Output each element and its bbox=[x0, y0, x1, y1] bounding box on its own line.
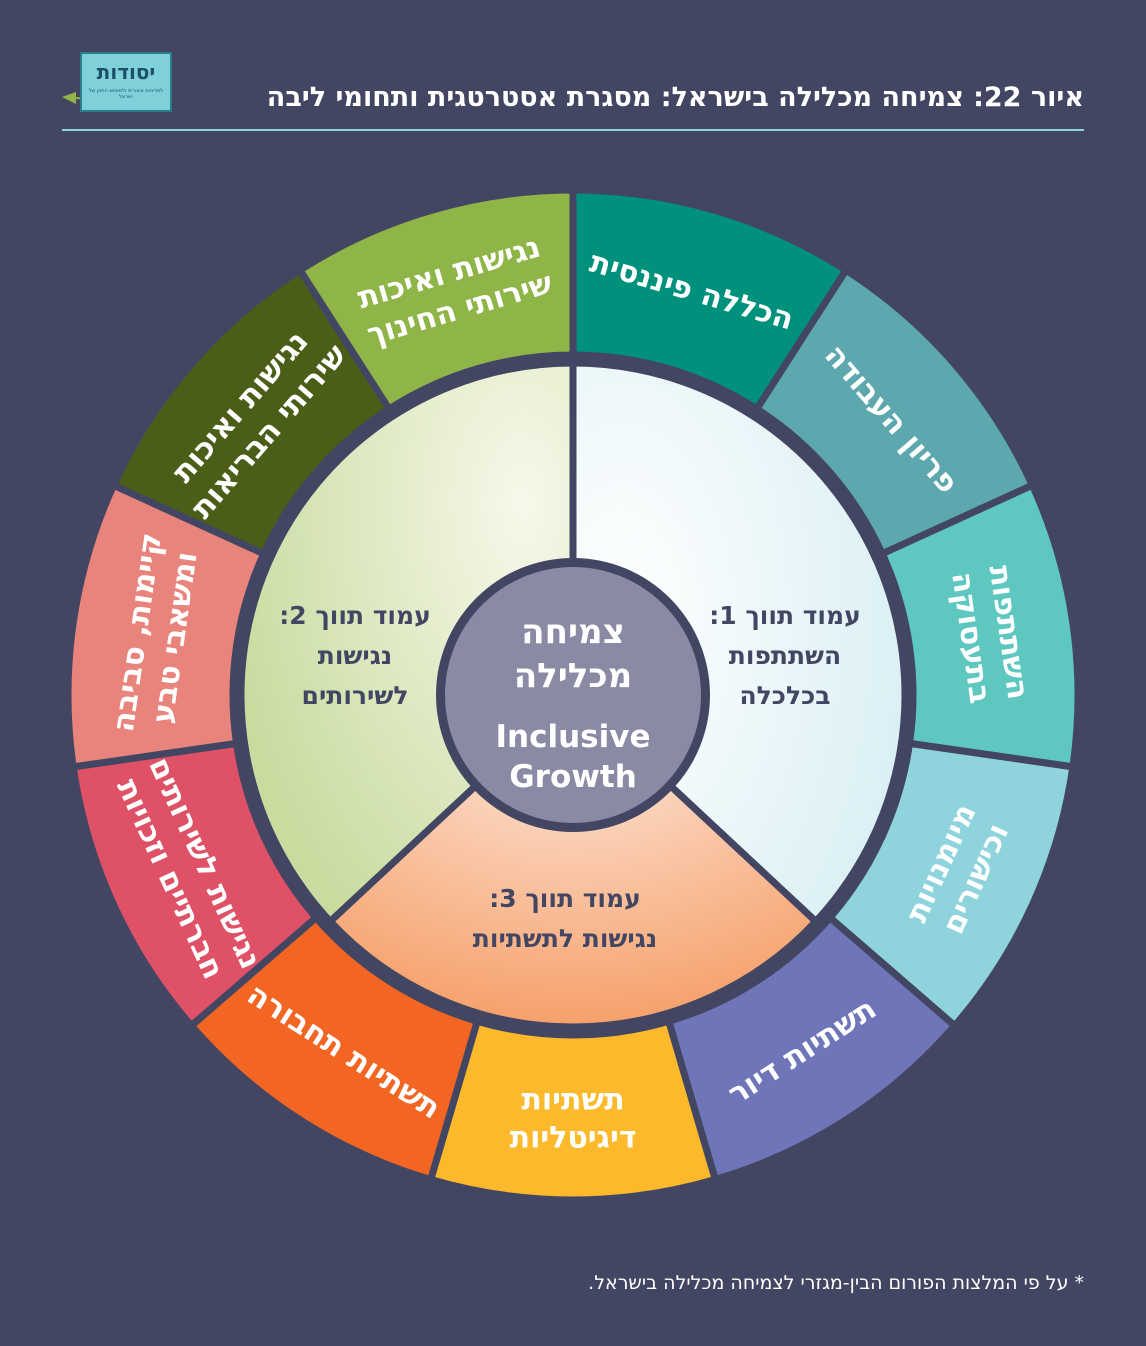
core-english-label: Growth bbox=[509, 759, 637, 795]
logo-name: יסודות bbox=[96, 60, 156, 84]
pillar-label-2: נגישות bbox=[318, 641, 392, 670]
figure-title: איור 22: צמיחה מכלילה בישראל: מסגרת אסטר… bbox=[266, 82, 1084, 113]
pillar-label-2: לשירותים bbox=[302, 681, 409, 710]
core-english-label: Inclusive bbox=[496, 719, 651, 755]
footnote: * על פי המלצות הפורום הבין-מגזרי לצמיחה … bbox=[588, 1272, 1084, 1294]
domain-label-line: דיגיטליות bbox=[510, 1121, 637, 1156]
pillar-label-1: השתתפות bbox=[729, 641, 841, 670]
pillar-sector-3 bbox=[325, 690, 821, 1031]
core-circle bbox=[445, 567, 701, 823]
domain-label-line: תשתיות bbox=[521, 1083, 624, 1118]
logo-box: יסודות למדיניות ציבורית ולמימוש החזון של… bbox=[80, 52, 172, 112]
pillar-label-1: בכלכלה bbox=[740, 681, 831, 710]
core-hebrew-label: מכלילה bbox=[514, 656, 632, 696]
pillar-sector-2 bbox=[237, 359, 577, 927]
logo-tagline: למדיניות ציבורית ולמימוש החזון של ישראל bbox=[88, 88, 164, 100]
pillar-label-1: עמוד תווך 1: bbox=[709, 601, 861, 630]
pillar-label-3: נגישות לתשתיות bbox=[473, 924, 657, 953]
pillar-label-2: עמוד תווך 2: bbox=[279, 601, 431, 630]
title-divider bbox=[62, 129, 1084, 131]
logo: יסודות למדיניות ציבורית ולמימוש החזון של… bbox=[58, 48, 174, 118]
core-hebrew-label: צמיחה bbox=[521, 612, 625, 652]
pillar-sector-1 bbox=[569, 359, 909, 927]
pillar-label-3: עמוד תווך 3: bbox=[489, 884, 641, 913]
